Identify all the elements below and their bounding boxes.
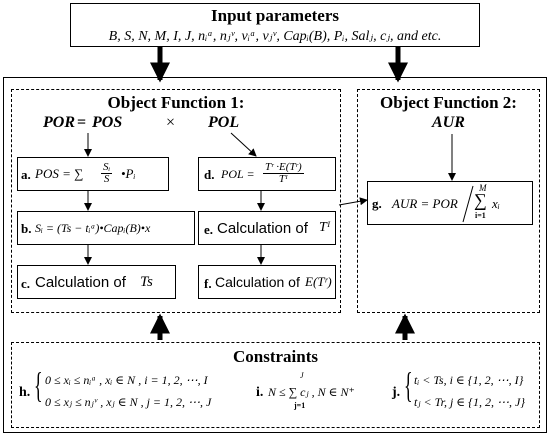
of1-eq: = bbox=[77, 114, 87, 131]
constraint-h-brace: { bbox=[34, 365, 43, 405]
arrow-pol-to-d bbox=[230, 132, 257, 157]
box-a-pos-formula: a. POS = ∑ Sᵢ S •Pᵢ bbox=[17, 157, 169, 191]
box-b-si-formula: b. Sᵢ = (Ts − tᵢᵃ)•Capᵢ(B)•x bbox=[17, 211, 195, 245]
box-e-text: Calculation of bbox=[217, 220, 308, 237]
constraint-h-line1: 0 ≤ xᵢ ≤ nᵢᵃ , xᵢ ∈ N , i = 1, 2, ⋯, I bbox=[45, 373, 208, 387]
box-a-label: a. bbox=[21, 167, 31, 182]
box-g-aur-formula: g. AUR = POR M ∑ i=1 xᵢ bbox=[367, 181, 533, 225]
constraint-h-label: h. bbox=[19, 385, 31, 400]
box-c-text: Calculation of bbox=[35, 274, 126, 291]
box-f-var: E(Tʳ) bbox=[305, 274, 332, 289]
constraint-j-line2: tⱼ < Tr, j ∈ {1, 2, ⋯, J} bbox=[414, 395, 526, 409]
box-b-label: b. bbox=[21, 221, 32, 236]
box-d-denominator: Tᴵ bbox=[278, 173, 288, 185]
box-b-text: Sᵢ = (Ts − tᵢᵃ)•Capᵢ(B)•x bbox=[35, 221, 151, 235]
box-g-lhs: AUR = POR bbox=[392, 196, 458, 211]
box-e-ti-calculation: e. Calculation of Tᴵ bbox=[198, 211, 336, 245]
of2-aur: AUR bbox=[432, 114, 465, 131]
object-function-2-region bbox=[357, 89, 540, 313]
box-d-label: d. bbox=[204, 167, 215, 182]
constraint-i-text: N ≤ ∑ cⱼ , N ∈ N⁺ bbox=[268, 385, 355, 399]
constraint-i-label: i. bbox=[256, 385, 264, 400]
arrow-of1-to-g bbox=[338, 197, 368, 206]
input-parameters-box: Input parameters B, S, N, M, I, J, nᵢᵃ, … bbox=[70, 3, 480, 47]
box-g-sum-top: M bbox=[479, 183, 487, 193]
model-outer-box bbox=[3, 77, 547, 433]
constraint-j-line1: tᵢ < Ts, i ∈ {1, 2, ⋯, I} bbox=[414, 373, 524, 387]
input-params: B, S, N, M, I, J, nᵢᵃ, nⱼᵛ, vᵢᵃ, vⱼᵛ, Ca… bbox=[108, 29, 442, 44]
of1-pol: POL bbox=[208, 114, 240, 131]
constraint-j-label: j. bbox=[392, 385, 401, 400]
box-d-numerator: Tʳ ·E(Tʳ) bbox=[263, 161, 304, 174]
box-e-label: e. bbox=[204, 222, 214, 237]
box-d-lhs: POL = bbox=[221, 167, 255, 181]
object-function-1-region bbox=[11, 89, 341, 313]
box-g-label: g. bbox=[372, 196, 382, 211]
box-a-rhs: •Pᵢ bbox=[121, 166, 136, 181]
box-c-var: Ts bbox=[140, 274, 153, 290]
box-a-lhs: POS = ∑ bbox=[35, 166, 84, 181]
of1-title: Object Function 1: bbox=[107, 93, 245, 112]
of1-pos: POS bbox=[92, 114, 123, 131]
box-a-denominator: S bbox=[103, 173, 110, 185]
box-a-fraction: Sᵢ S bbox=[101, 161, 113, 185]
box-e-var: Tᴵ bbox=[319, 220, 331, 235]
box-d-pol-formula: d. POL = Tʳ ·E(Tʳ) Tᴵ bbox=[198, 157, 336, 191]
of1-times: × bbox=[166, 114, 176, 131]
box-g-sum-symbol: ∑ bbox=[474, 190, 487, 210]
box-g-sum-var: xᵢ bbox=[492, 196, 500, 211]
constraints-title: Constraints bbox=[232, 347, 318, 366]
box-a-numerator: Sᵢ bbox=[101, 161, 113, 174]
of1-por: POR bbox=[43, 114, 75, 131]
constraint-j-brace: { bbox=[404, 365, 413, 405]
box-d-fraction: Tʳ ·E(Tʳ) Tᴵ bbox=[263, 162, 304, 185]
of2-title: Object Function 2: bbox=[380, 93, 517, 112]
box-c-ts-calculation: c. Calculation of Ts bbox=[17, 265, 176, 299]
constraint-i-sum-bottom: j=1 bbox=[294, 401, 306, 410]
box-f-text: Calculation of bbox=[215, 274, 300, 290]
input-title: Input parameters bbox=[211, 6, 339, 25]
box-c-label: c. bbox=[21, 276, 31, 291]
box-f-etr-calculation: f. Calculation of E(Tʳ) bbox=[198, 265, 336, 299]
constraint-i-sum-top: J bbox=[300, 371, 304, 380]
constraint-h-line2: 0 ≤ xⱼ ≤ nⱼᵛ , xⱼ ∈ N , j = 1, 2, ⋯, J bbox=[45, 395, 212, 409]
box-g-sum-bottom: i=1 bbox=[475, 211, 486, 220]
constraints-region bbox=[11, 342, 540, 428]
box-g-divider bbox=[462, 185, 474, 223]
box-f-label: f. bbox=[204, 276, 212, 291]
